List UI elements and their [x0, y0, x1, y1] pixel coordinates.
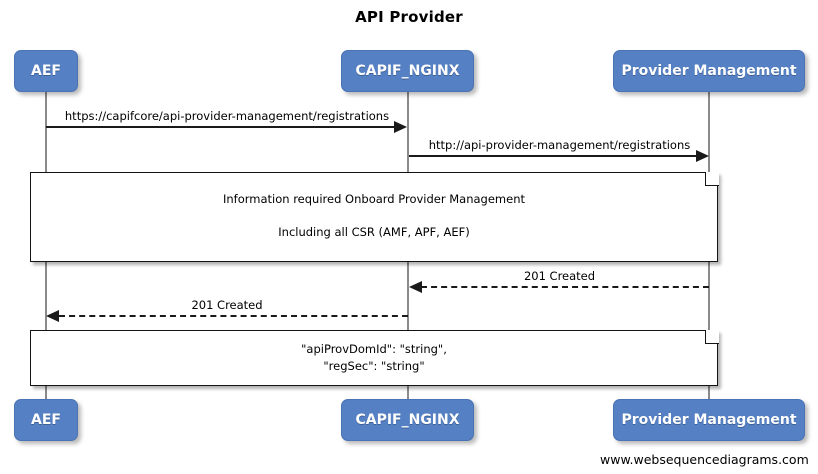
- message-label-1: https://capifcore/api-provider-managemen…: [64, 109, 390, 123]
- participant-label: CAPIF_NGINX: [355, 63, 460, 79]
- participant-label: Provider Management: [621, 412, 797, 428]
- note-fold-corner-icon: [704, 171, 719, 186]
- participant-aef-bottom[interactable]: AEF: [14, 399, 78, 441]
- participant-aef-top[interactable]: AEF: [14, 50, 78, 92]
- message-line-3: [421, 286, 709, 288]
- note-line: "apiProvDomId": "string",: [301, 342, 447, 356]
- participant-provider-management-bottom[interactable]: Provider Management: [613, 399, 805, 441]
- message-line-4: [59, 315, 408, 317]
- note-line: Including all CSR (AMF, APF, AEF): [278, 225, 470, 239]
- arrowhead-left-3: [409, 281, 422, 293]
- participant-capif-nginx-bottom[interactable]: CAPIF_NGINX: [341, 399, 474, 441]
- note-box-2: "apiProvDomId": "string", "regSec": "str…: [30, 329, 719, 386]
- page-title: API Provider: [355, 8, 463, 26]
- arrowhead-right-1: [394, 121, 407, 133]
- participant-label: AEF: [31, 412, 61, 428]
- note-line: Information required Onboard Provider Ma…: [222, 192, 526, 206]
- participant-label: AEF: [31, 63, 61, 79]
- participant-provider-management-top[interactable]: Provider Management: [613, 50, 805, 92]
- message-line-2: [409, 155, 697, 157]
- message-label-4: 201 Created: [191, 298, 263, 312]
- participant-label: CAPIF_NGINX: [355, 412, 460, 428]
- message-line-1: [46, 126, 395, 128]
- arrowhead-right-2: [696, 150, 709, 162]
- participant-capif-nginx-top[interactable]: CAPIF_NGINX: [341, 50, 474, 92]
- note-box-1: Information required Onboard Provider Ma…: [30, 171, 719, 262]
- note-line: "regSec": "string": [323, 359, 425, 373]
- arrowhead-left-4: [46, 310, 59, 322]
- note-fold-corner-icon: [704, 329, 719, 344]
- message-label-2: http://api-provider-management/registrat…: [428, 138, 691, 152]
- watermark-label: www.websequencediagrams.com: [600, 452, 809, 467]
- message-label-3: 201 Created: [523, 269, 596, 283]
- participant-label: Provider Management: [621, 63, 797, 79]
